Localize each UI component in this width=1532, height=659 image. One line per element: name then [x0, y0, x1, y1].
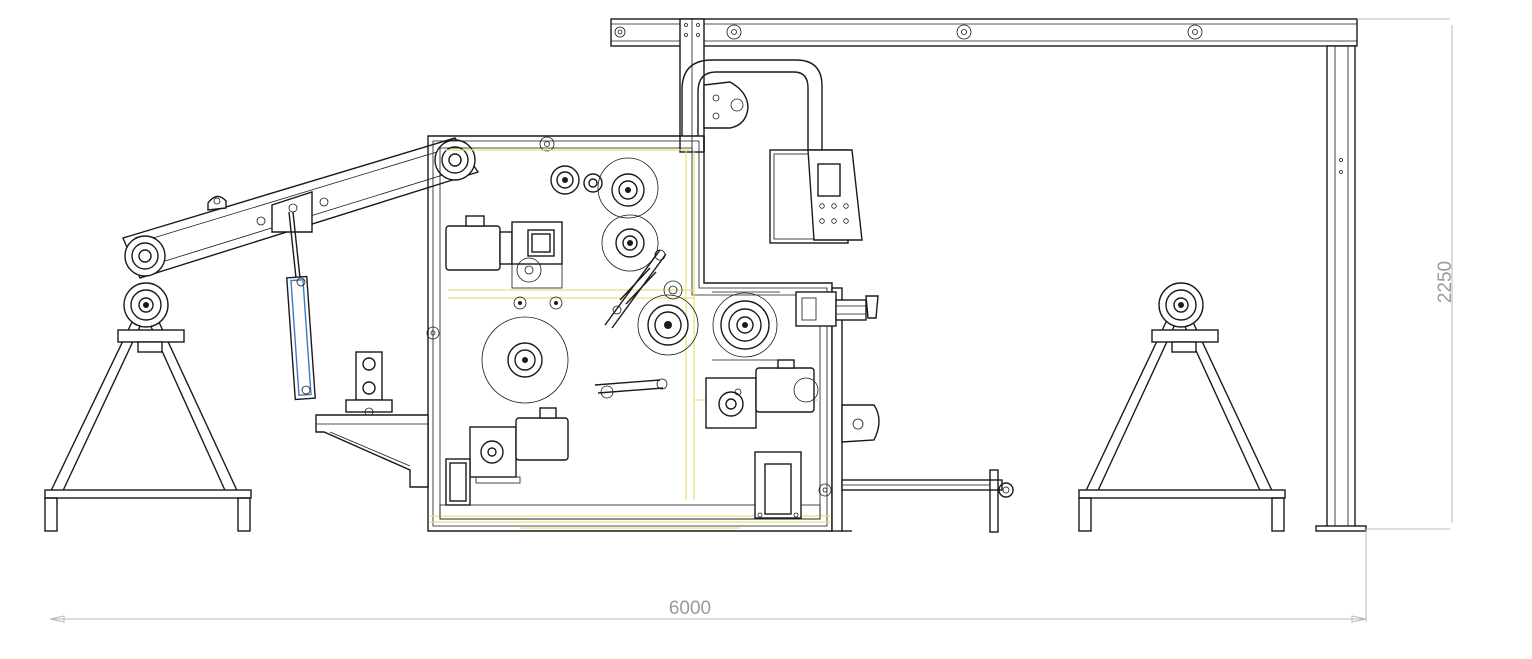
side-pump-unit	[315, 351, 429, 488]
dancer-arms	[594, 249, 668, 399]
lower-left-motor	[445, 407, 569, 506]
right-rewind-stand	[1078, 282, 1286, 532]
central-roller	[637, 280, 780, 361]
height-dimension-label: 2250	[1435, 261, 1456, 303]
large-roll	[481, 316, 569, 404]
nip-assembly	[795, 291, 879, 327]
lower-right-motor	[705, 359, 819, 429]
width-dimension: 6000	[49, 530, 1367, 623]
side-outlet	[841, 404, 1014, 533]
upper-rollers	[550, 157, 659, 272]
height-dimension: 2250	[1357, 18, 1456, 530]
pneumatic-cylinder	[286, 211, 316, 401]
overhead-gantry	[610, 18, 1367, 532]
upper-motor	[445, 215, 563, 310]
control-panel	[769, 149, 863, 244]
width-dimension-label: 6000	[669, 598, 711, 619]
left-unwind-stand	[44, 282, 252, 532]
control-panel-arm	[681, 59, 823, 150]
inclined-conveyor-arm	[122, 137, 480, 279]
lower-right-box	[754, 451, 802, 519]
